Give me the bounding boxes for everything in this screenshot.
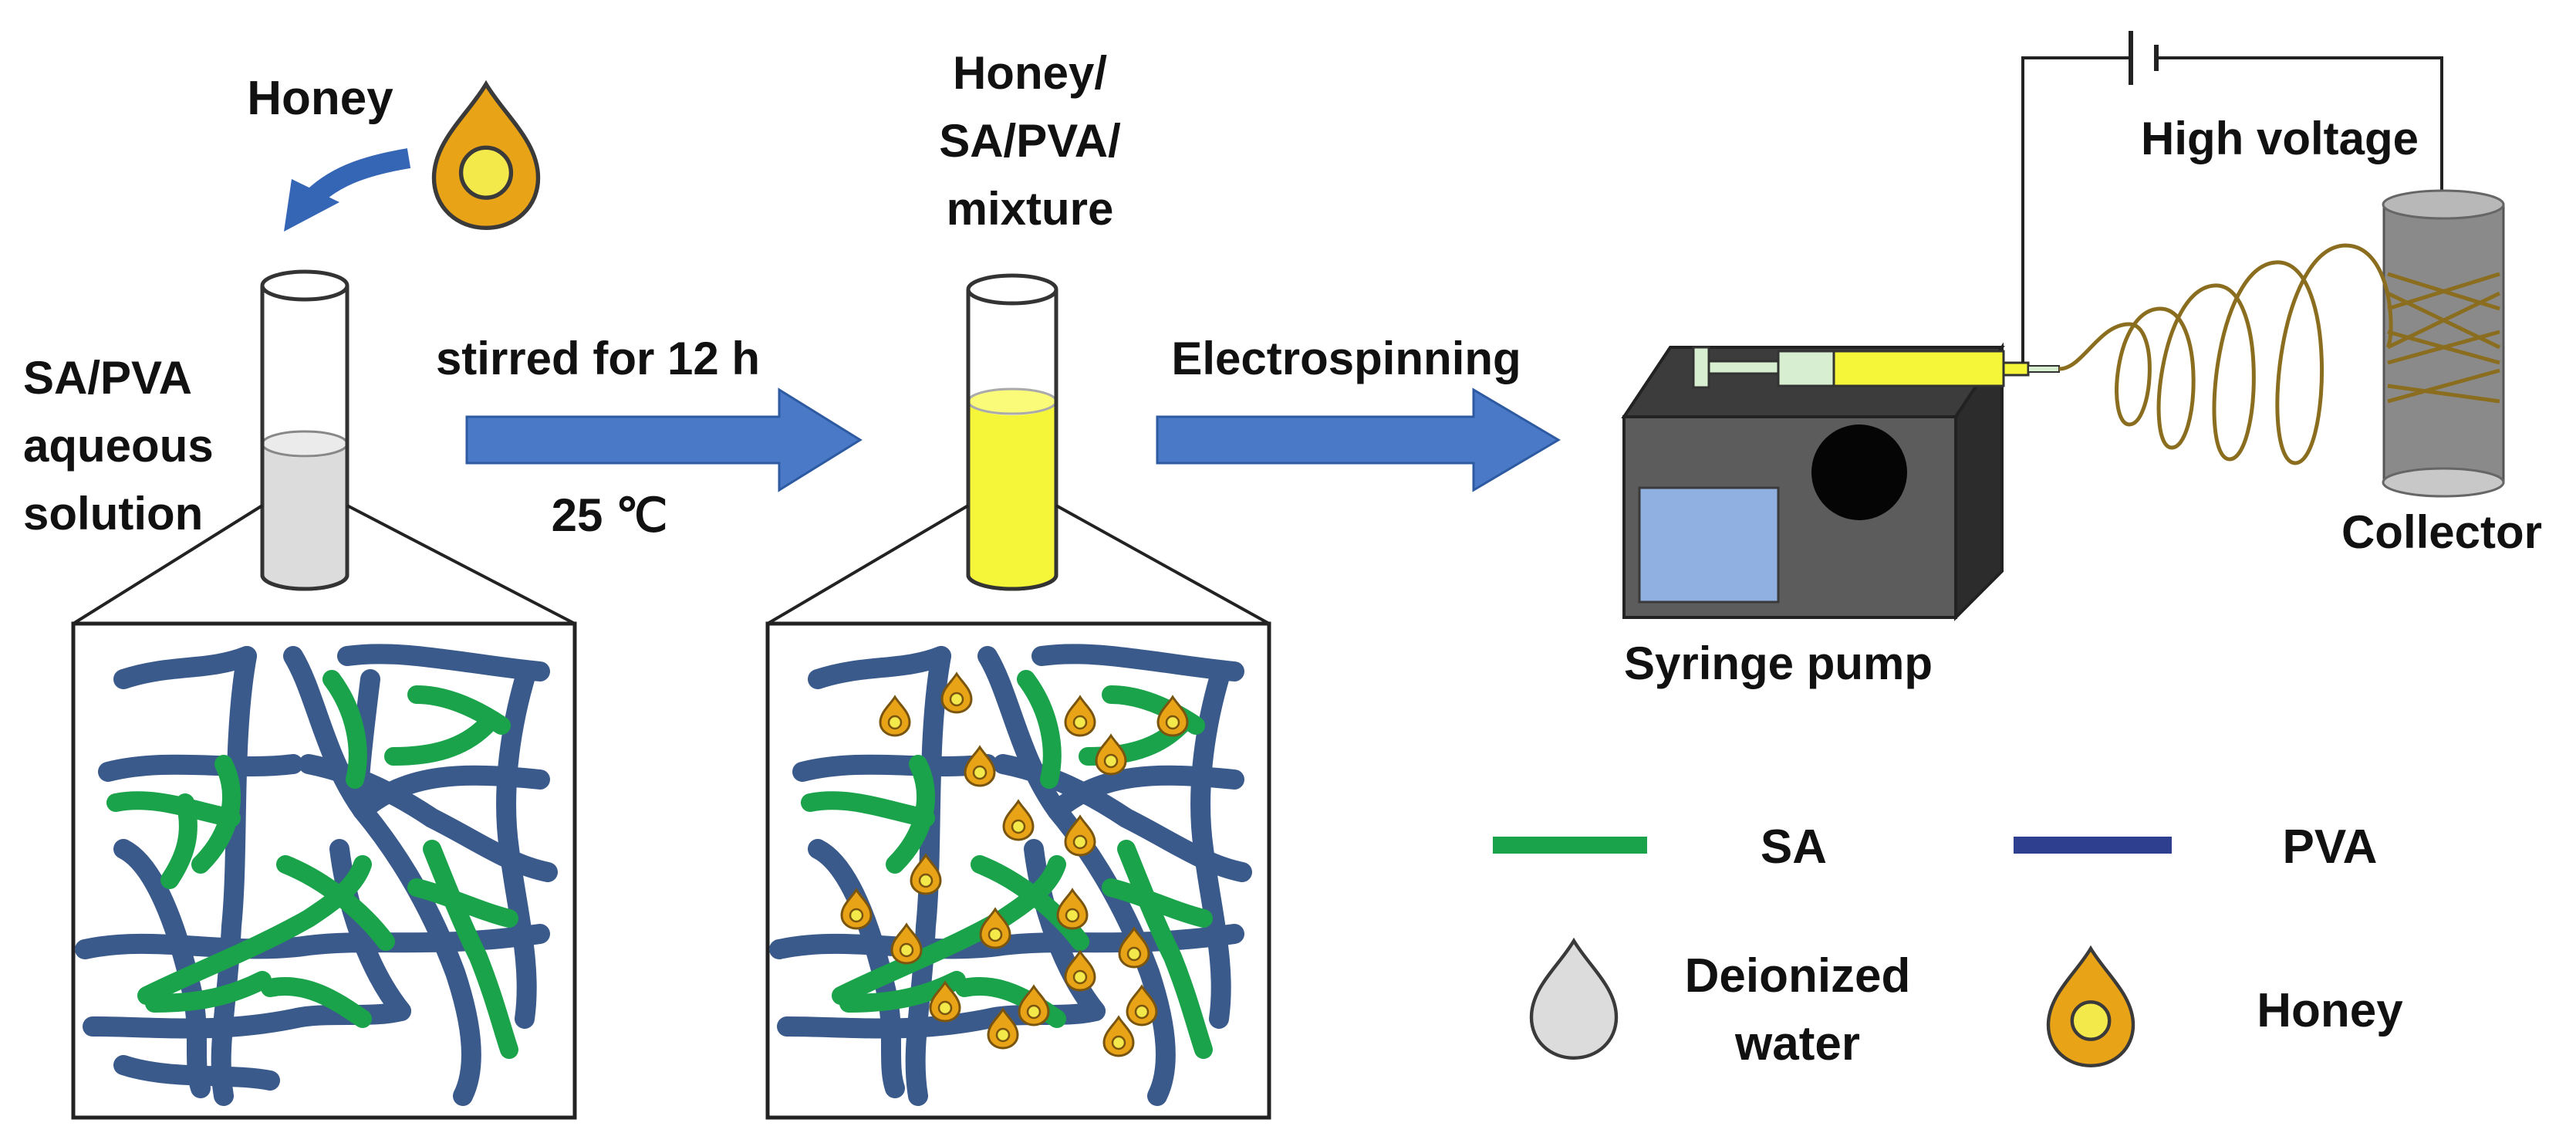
syringe-pump-label: Syringe pump [1624, 638, 1933, 689]
high-voltage-label: High voltage [2141, 113, 2419, 164]
process-arrow-stir [465, 387, 863, 492]
stirred-label: stirred for 12 h [436, 333, 760, 384]
legend-water-label-line1: Deionized [1685, 949, 1911, 1003]
legend-water-label-line2: water [1734, 1017, 1860, 1070]
collector [2382, 189, 2505, 498]
legend: SA PVA Deionized water Honey [1493, 820, 2403, 1070]
sa-pva-label-line1: SA/PVA [23, 352, 192, 404]
temperature-label: 25 ℃ [552, 489, 668, 541]
honey-drop-icon [2046, 945, 2135, 1068]
test-tube-sa-pva [260, 269, 349, 591]
legend-pva-label: PVA [2283, 820, 2378, 874]
mixture-label-line3: mixture [947, 183, 1114, 235]
collector-label: Collector [2341, 506, 2542, 558]
battery-icon [2129, 31, 2159, 85]
syringe-pump [1621, 342, 2005, 621]
honey-label: Honey [247, 72, 393, 125]
process-arrow-electrospin [1156, 387, 1561, 492]
test-tube-mixture [966, 273, 1058, 591]
curved-arrow-icon [284, 148, 411, 232]
honey-drop-icon [431, 79, 541, 231]
mixture-label-line2: SA/PVA/ [939, 115, 1121, 167]
legend-sa-label: SA [1761, 820, 1827, 874]
water-drop-icon [1529, 937, 1619, 1060]
mixture-label-line1: Honey/ [953, 47, 1107, 99]
circuit-wire [2021, 56, 2443, 363]
network-box-honey-mixture [765, 621, 1271, 1120]
network-box-sa-pva [71, 621, 577, 1120]
electrospinning-label: Electrospinning [1171, 333, 1521, 384]
sa-pva-label-line3: solution [23, 488, 203, 539]
fiber-jet-spiral [2058, 243, 2393, 465]
sa-pva-label-line2: aqueous [23, 420, 214, 472]
legend-honey-label: Honey [2257, 984, 2403, 1037]
